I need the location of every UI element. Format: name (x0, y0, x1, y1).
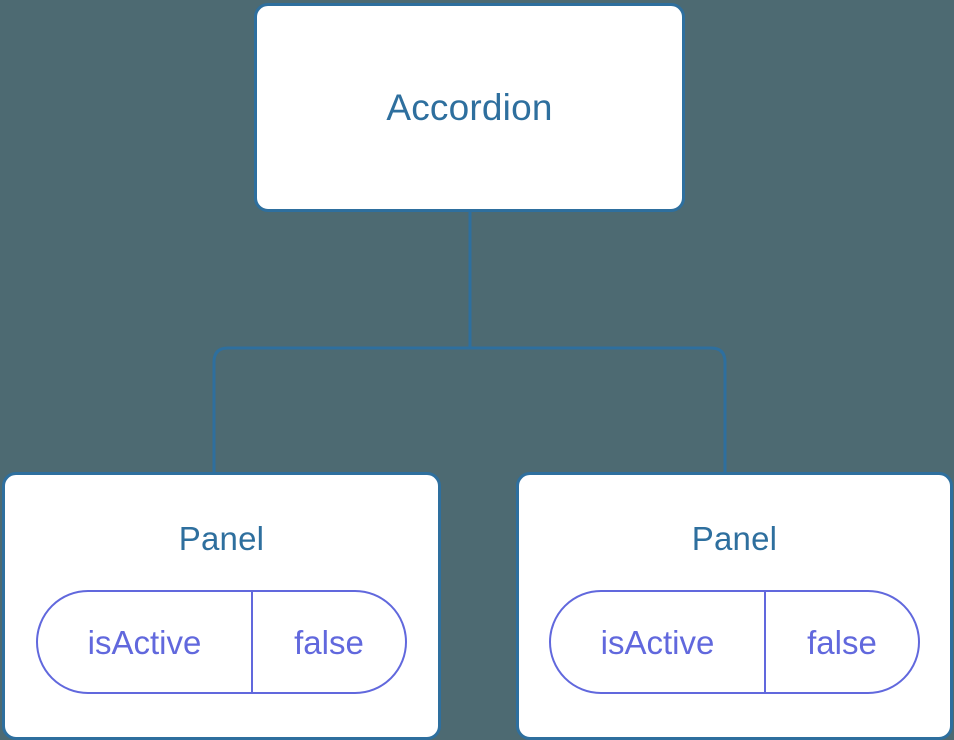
node-panel-1-prop-key: isActive (38, 592, 253, 692)
node-panel-2-title: Panel (691, 520, 778, 557)
edge-split-branch (212, 346, 727, 472)
node-panel-1-prop-isactive[interactable]: isActive false (36, 590, 407, 694)
node-accordion[interactable]: Accordion (254, 3, 685, 212)
node-panel-1[interactable]: Panel isActive false (2, 472, 441, 740)
node-panel-2-prop-value: false (807, 623, 877, 661)
node-panel-2-prop-isactive[interactable]: isActive false (549, 590, 920, 694)
node-accordion-title: Accordion (386, 87, 553, 128)
node-panel-1-title: Panel (178, 520, 265, 557)
node-panel-2-prop-key: isActive (551, 592, 766, 692)
node-panel-1-prop-value: false (294, 623, 364, 661)
node-panel-2[interactable]: Panel isActive false (516, 472, 953, 740)
